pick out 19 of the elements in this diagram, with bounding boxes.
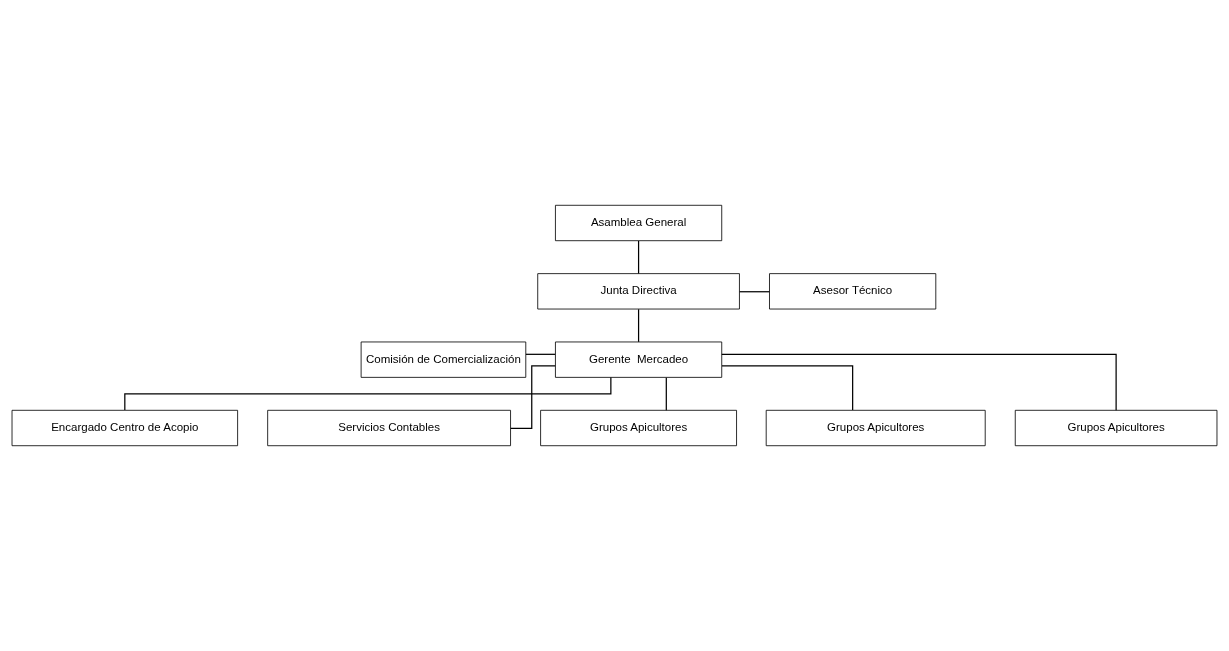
node-box: Gerente Mercadeo [555, 341, 723, 378]
connector [665, 377, 667, 411]
node-box: Encargado Centro de Acopio [11, 409, 239, 447]
node-box: Comisión de Comercialización [360, 341, 527, 378]
node-box: Grupos Apicultores [1014, 409, 1218, 447]
node-box: Asesor Técnico [769, 273, 937, 310]
connector [739, 291, 770, 293]
connector [525, 353, 556, 355]
connector [510, 365, 556, 430]
connector [721, 365, 854, 411]
node-box: Grupos Apicultores [765, 409, 986, 447]
connector [637, 308, 640, 343]
connector [124, 376, 612, 411]
connector [637, 240, 640, 275]
node-box: Asamblea General [555, 204, 723, 242]
node-box: Junta Directiva [537, 273, 740, 310]
connector [721, 353, 1117, 411]
node-box: Servicios Contables [267, 409, 511, 447]
node-box: Grupos Apicultores [540, 409, 737, 447]
